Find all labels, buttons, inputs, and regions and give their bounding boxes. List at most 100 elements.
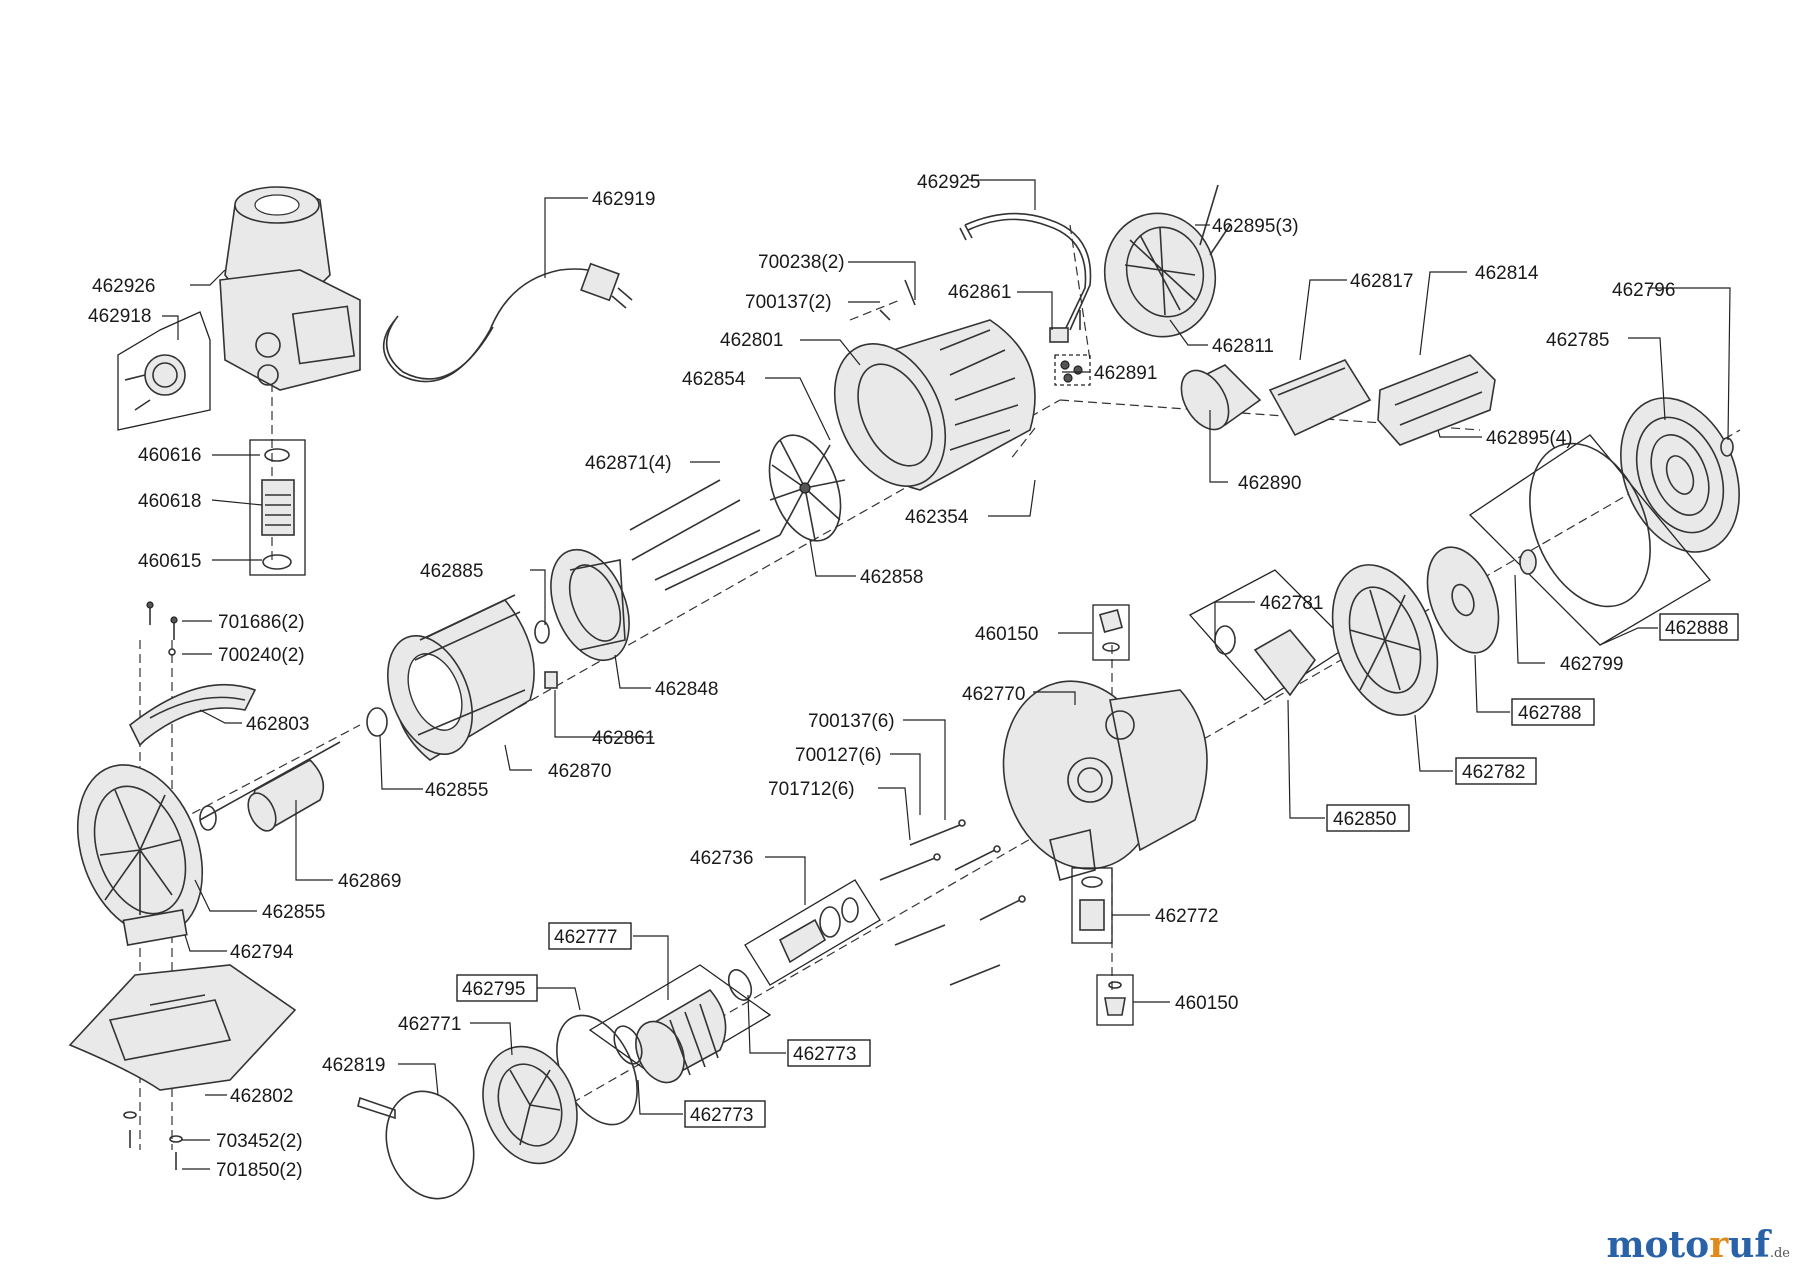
label-box-462773-a [787, 1039, 871, 1067]
plug-462861 [544, 671, 558, 689]
pressure-gauge-assembly-box [117, 311, 211, 431]
label-700137-2: 700137(2) [745, 292, 832, 313]
screws-462891-group [1054, 354, 1091, 386]
label-462782: 462782 [1462, 762, 1525, 783]
label-box-462782 [1455, 757, 1537, 785]
diffuser [1331, 564, 1439, 716]
end-shield-rear [550, 548, 630, 662]
drain-plug-upper-group [1092, 604, 1130, 661]
bearing-462855-upper [366, 707, 388, 737]
tie-rods [629, 479, 781, 591]
label-701850: 701850(2) [216, 1160, 303, 1181]
filter-wrench [357, 1090, 475, 1200]
watermark-part2: r [1709, 1224, 1729, 1266]
bearing-462855-lower [199, 805, 217, 831]
drain-plug-lower-group [1096, 974, 1134, 1026]
check-valve-group [744, 879, 881, 986]
label-462918: 462918 [88, 306, 151, 327]
label-462869: 462869 [338, 871, 401, 892]
power-cable [382, 262, 633, 383]
filter-cap [482, 1045, 578, 1165]
front-bearing-shield [76, 764, 204, 946]
part-labels: 462926 462918 460616 460618 460615 46291… [88, 172, 1739, 1181]
label-462854: 462854 [682, 369, 746, 390]
nipple-462772-group [1071, 867, 1113, 944]
label-462799: 462799 [1560, 654, 1623, 675]
label-703452: 703452(2) [216, 1131, 303, 1152]
label-462795: 462795 [462, 979, 525, 1000]
label-700137-6: 700137(6) [808, 711, 895, 732]
label-462811: 462811 [1212, 336, 1274, 357]
label-462850: 462850 [1333, 809, 1396, 830]
motor-housing [833, 319, 1036, 491]
filter-cartridge-group [588, 964, 772, 1084]
mechanical-seal-group [1468, 434, 1711, 646]
label-462817: 462817 [1350, 271, 1413, 292]
pressure-switch-housing [219, 186, 361, 391]
venturi-group [1188, 569, 1352, 701]
label-462801: 462801 [720, 330, 783, 351]
terminal-plate [1268, 359, 1372, 437]
label-460150-low: 460150 [1175, 993, 1238, 1014]
motor-fan-cover [1103, 184, 1231, 338]
pump-housing [1002, 680, 1208, 881]
watermark-logo: motoruf.de [1606, 1224, 1790, 1266]
label-box-462777 [548, 922, 632, 950]
label-462855-low: 462855 [262, 902, 325, 923]
base-plate [68, 964, 297, 1091]
label-462785: 462785 [1546, 330, 1609, 351]
label-462773-b: 462773 [690, 1105, 753, 1126]
label-462770: 462770 [962, 684, 1025, 705]
label-701686: 701686(2) [218, 612, 305, 633]
label-700238: 700238(2) [758, 252, 845, 273]
label-462870: 462870 [548, 761, 611, 782]
label-700127: 700127(6) [795, 745, 882, 766]
label-462802: 462802 [230, 1086, 293, 1107]
leader-lines [162, 179, 1731, 1170]
label-462888: 462888 [1665, 618, 1728, 639]
label-460616: 460616 [138, 445, 201, 466]
label-462796: 462796 [1612, 280, 1675, 301]
label-box-462850 [1326, 804, 1410, 832]
terminal-box-cover [1377, 354, 1496, 446]
label-462919: 462919 [592, 189, 655, 210]
label-462772: 462772 [1155, 906, 1218, 927]
label-462890: 462890 [1238, 473, 1301, 494]
rotor [199, 741, 341, 832]
nipple-fitting-group [249, 439, 306, 576]
label-700240: 700240(2) [218, 645, 305, 666]
label-462781: 462781 [1260, 593, 1323, 614]
label-462871: 462871(4) [585, 453, 672, 474]
label-box-462888 [1659, 613, 1739, 641]
carry-handle [128, 683, 257, 747]
watermark-part1: moto [1606, 1224, 1710, 1266]
diaphragm-tank-cap [1620, 397, 1740, 553]
label-462895-4: 462895(4) [1486, 428, 1573, 449]
label-462819: 462819 [322, 1055, 385, 1076]
label-460615: 460615 [138, 551, 201, 572]
impeller [1426, 546, 1500, 654]
label-box-462788 [1511, 698, 1595, 726]
label-462788: 462788 [1518, 703, 1581, 724]
housing-bolts [879, 819, 1026, 986]
label-462771: 462771 [398, 1014, 461, 1035]
label-462858: 462858 [860, 567, 923, 588]
seal-ring-small [1720, 437, 1734, 457]
small-fasteners [123, 279, 1081, 1170]
watermark-part3: uf [1728, 1224, 1770, 1266]
label-462803: 462803 [246, 714, 309, 735]
label-462773-a: 462773 [793, 1044, 856, 1065]
watermark-tld: .de [1769, 1246, 1790, 1261]
label-462926: 462926 [92, 276, 155, 297]
label-460618: 460618 [138, 491, 201, 512]
label-box-462795 [456, 974, 538, 1002]
internal-cable [959, 212, 1092, 343]
label-box-462773-b [684, 1100, 766, 1128]
cooling-fan [768, 434, 846, 542]
label-462794: 462794 [230, 942, 294, 963]
label-701712: 701712(6) [768, 779, 855, 800]
label-462891: 462891 [1094, 363, 1157, 384]
label-462736: 462736 [690, 848, 753, 869]
label-462814: 462814 [1475, 263, 1539, 284]
